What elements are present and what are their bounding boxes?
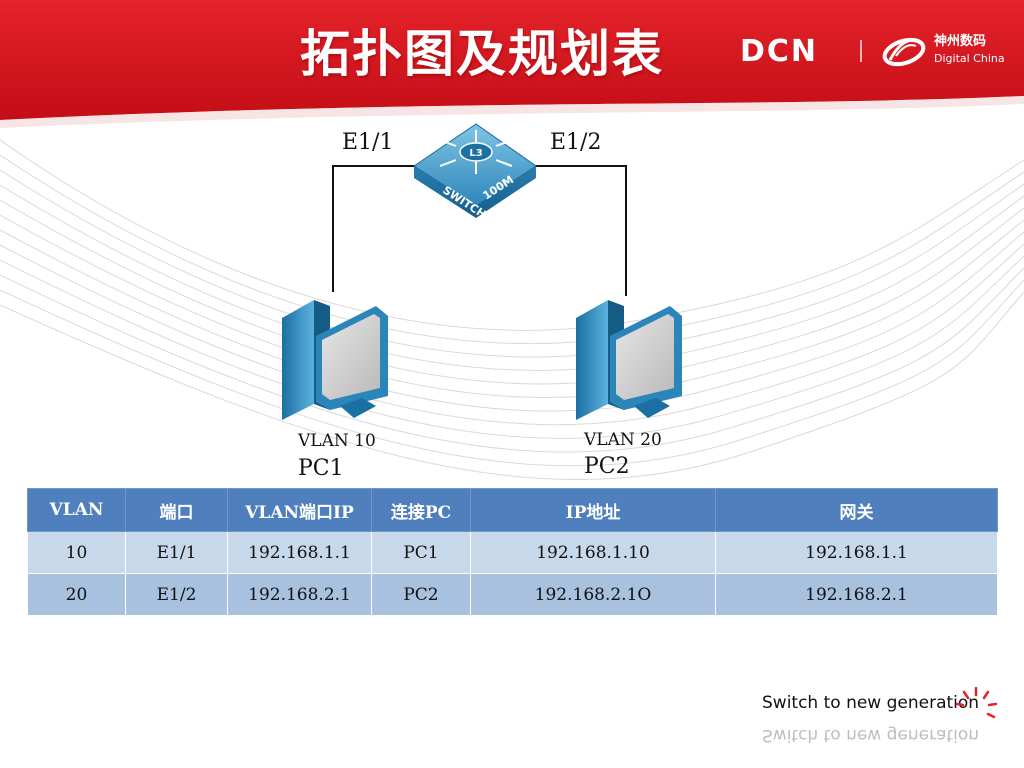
- header-ip-address: IP地址: [470, 488, 716, 532]
- header-vlan-port-ip: VLAN端口IP: [227, 488, 372, 532]
- port-label-e1-2: E1/2: [550, 130, 602, 155]
- logo-separator: [860, 40, 862, 62]
- pc1-computer-icon: [282, 300, 388, 420]
- digital-china-en: Digital China: [934, 52, 1005, 65]
- sunburst-icon: [955, 686, 998, 719]
- table-row: 10 E1/1 192.168.1.1 PC1 192.168.1.10 192…: [27, 531, 998, 574]
- cell-gateway: 192.168.2.1: [715, 573, 998, 616]
- cell-ip-address: 192.168.2.1O: [470, 573, 716, 616]
- cell-vlan: 20: [27, 573, 126, 616]
- link-e1-2: [530, 165, 627, 296]
- l3-switch-icon: L3 SWITCH 100M: [413, 123, 537, 221]
- header-band: [0, 0, 1024, 128]
- pc1-name-label: PC1: [298, 456, 344, 481]
- svg-text:L3: L3: [469, 148, 482, 159]
- header-vlan: VLAN: [27, 488, 126, 532]
- dcn-logo: DCN: [740, 34, 819, 69]
- table-header-row: VLAN 端口 VLAN端口IP 连接PC IP地址 网关: [27, 488, 998, 532]
- pc1-vlan-label: VLAN 10: [298, 431, 376, 451]
- pc2-name-label: PC2: [584, 454, 630, 479]
- pc2-vlan-label: VLAN 20: [584, 430, 662, 450]
- header-port: 端口: [125, 488, 228, 532]
- planning-table: VLAN 端口 VLAN端口IP 连接PC IP地址 网关 10 E1/1 19…: [27, 488, 998, 616]
- slide-title: 拓扑图及规划表: [300, 25, 664, 83]
- footer-tagline-reflection: Switch to new generation: [762, 725, 980, 745]
- topology-diagram: L3 SWITCH 100M: [282, 123, 682, 420]
- cell-connected-pc: PC2: [371, 573, 471, 616]
- header-connected-pc: 连接PC: [371, 488, 471, 532]
- cell-port: E1/1: [125, 531, 228, 574]
- cell-vlan: 10: [27, 531, 126, 574]
- cell-gateway: 192.168.1.1: [715, 531, 998, 574]
- cell-port: E1/2: [125, 573, 228, 616]
- pc2-computer-icon: [576, 300, 682, 420]
- digital-china-cn: 神州数码: [934, 34, 987, 49]
- digital-china-logo-icon: [882, 37, 926, 67]
- header-gateway: 网关: [715, 488, 998, 532]
- cell-connected-pc: PC1: [371, 531, 471, 574]
- port-label-e1-1: E1/1: [342, 130, 394, 155]
- footer-tagline: Switch to new generation: [762, 693, 980, 713]
- link-e1-1: [332, 165, 424, 292]
- table-row: 20 E1/2 192.168.2.1 PC2 192.168.2.1O 192…: [27, 573, 998, 616]
- cell-ip-address: 192.168.1.10: [470, 531, 716, 574]
- cell-vlan-port-ip: 192.168.1.1: [227, 531, 372, 574]
- cell-vlan-port-ip: 192.168.2.1: [227, 573, 372, 616]
